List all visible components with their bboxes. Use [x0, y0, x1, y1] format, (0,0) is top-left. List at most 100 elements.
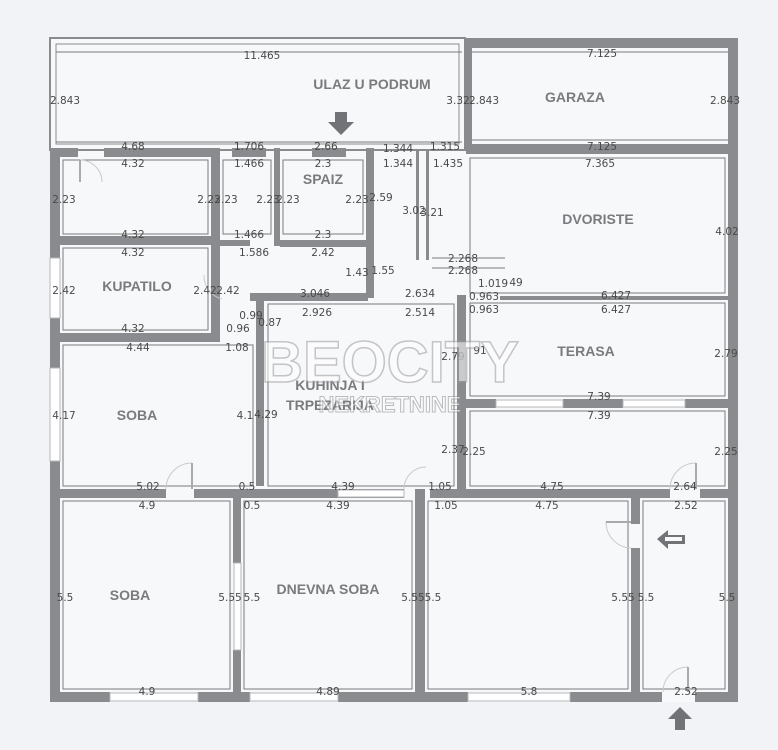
windows — [49, 257, 686, 702]
dimension-label: 1.466 — [234, 229, 264, 241]
dimension-label: 2.23 — [276, 194, 299, 206]
dimension-label: 0.5 — [244, 500, 261, 512]
dimension-label: 4.75 — [535, 500, 558, 512]
dimension-label: 49 — [509, 277, 522, 289]
dimension-label: 4.32 — [121, 323, 144, 335]
dimension-label: 2.843 — [50, 95, 80, 107]
dimension-label: 2.23 — [345, 194, 368, 206]
svg-text:NEKRETNINE: NEKRETNINE — [318, 392, 461, 417]
dimension-label: 5.55 — [401, 592, 424, 604]
dimension-label: 5.8 — [521, 686, 538, 698]
arrow-up-icon — [668, 707, 692, 730]
dimension-label: 91 — [473, 345, 486, 357]
dimension-label: 4.44 — [126, 342, 150, 354]
dimension-label: 4.17 — [52, 410, 75, 422]
dimension-label: 1.55 — [371, 265, 394, 277]
dimension-label: 2.79 — [441, 351, 464, 363]
dimension-label: 7.39 — [587, 410, 610, 422]
dimension-label: 2.3 — [315, 158, 332, 170]
watermark: BEOCITY NEKRETNINE — [260, 329, 519, 417]
dimension-label: 2.42 — [193, 285, 216, 297]
dimension-label: 1.019 — [478, 278, 508, 290]
dimension-label: 2.37 — [441, 444, 464, 456]
dimension-label: 1.43 — [345, 267, 368, 279]
dimension-label: 7.125 — [587, 48, 617, 60]
dimension-label: 2.23 — [197, 194, 220, 206]
dimension-label: 5.02 — [136, 481, 159, 493]
room-label-soba-1: SOBA — [117, 407, 157, 423]
dimension-label: 2.3 — [315, 229, 332, 241]
dimension-label: 7.365 — [585, 158, 615, 170]
dimension-label: 1.05 — [434, 500, 457, 512]
room-label-dvoriste: DVORISTE — [562, 211, 634, 227]
dimension-label: 4.29 — [254, 409, 277, 421]
dimension-label: 0.96 — [226, 323, 250, 335]
dimension-label: 0.963 — [469, 291, 499, 303]
dimension-label: 2.52 — [674, 500, 697, 512]
dimension-label: 4.1 — [237, 410, 254, 422]
dimension-label: 2.42 — [311, 247, 334, 259]
dimension-label: 2.268 — [448, 253, 478, 265]
dimension-label: 1.344 — [383, 158, 413, 170]
dimension-label: 2.926 — [302, 307, 332, 319]
dimension-label: 4.9 — [139, 686, 156, 698]
dimension-label: 5.5 — [244, 592, 261, 604]
dimension-label: 4.32 — [121, 158, 144, 170]
room-label-ulaz-u-podrum: ULAZ U PODRUM — [313, 76, 430, 92]
doors — [79, 159, 697, 693]
dimension-label: 0.5 — [239, 481, 256, 493]
dimension-label: 4.75 — [540, 481, 563, 493]
dimension-label: 2.25 — [462, 446, 485, 458]
dimension-label: 4.89 — [316, 686, 339, 698]
dimension-lines — [56, 51, 728, 690]
dimension-label: 3.32 — [446, 95, 469, 107]
dimension-label: 2.23 — [214, 194, 237, 206]
dimension-label: 5.55 — [218, 592, 241, 604]
dimension-label: 0.99 — [239, 310, 262, 322]
dimension-label: 5.55 — [611, 592, 634, 604]
room-label-kuhinja: KUHINJA I — [295, 377, 365, 393]
dimension-label: 4.32 — [121, 247, 144, 259]
dimension-label: 2.843 — [710, 95, 740, 107]
dimension-label: 5.5 — [425, 592, 442, 604]
dimension-label: 3.046 — [300, 288, 330, 300]
room-label-garaza: GARAZA — [545, 89, 605, 105]
room-label-terasa: TERASA — [557, 343, 615, 359]
room-label-kupatilo: KUPATILO — [102, 278, 172, 294]
dimension-label: 1.05 — [428, 481, 451, 493]
room-labels: ULAZ U PODRUMGARAZASPAIZDVORISTEKUPATILO… — [102, 76, 634, 603]
dimension-label: 5.5 — [57, 592, 74, 604]
dimension-label: 2.634 — [405, 288, 435, 300]
arrow-down-icon — [328, 112, 354, 135]
dimension-label: 4.39 — [326, 500, 349, 512]
dimension-label: 2.514 — [405, 307, 435, 319]
dimension-label: 11.465 — [244, 50, 281, 62]
dimension-label: 7.39 — [587, 391, 610, 403]
room-label-dnevna-soba: DNEVNA SOBA — [277, 581, 380, 597]
dimension-label: 1.08 — [225, 342, 248, 354]
dimension-label: 2.79 — [714, 348, 737, 360]
dimension-label: 1.315 — [430, 141, 460, 153]
dimension-label: 4.32 — [121, 229, 144, 241]
dimension-label: 4.9 — [139, 500, 156, 512]
dimension-label: 1.466 — [234, 158, 264, 170]
dimension-label: 3.21 — [420, 207, 443, 219]
dimension-label: 2.23 — [52, 194, 75, 206]
arrow-left-icon — [657, 530, 685, 549]
dimension-label: 2.23 — [256, 194, 279, 206]
dimension-label: 2.52 — [674, 686, 697, 698]
dimension-label: 2.42 — [52, 285, 75, 297]
dimension-label: 4.39 — [331, 481, 354, 493]
dimension-label: 5.5 — [638, 592, 655, 604]
dimension-label: 0.87 — [258, 317, 281, 329]
dimension-label: 2.843 — [469, 95, 499, 107]
svg-text:BEOCITY: BEOCITY — [261, 330, 519, 395]
dimension-label: 6.427 — [601, 304, 631, 316]
dimension-label: 1.706 — [234, 141, 264, 153]
dimension-label: 6.427 — [601, 290, 631, 302]
dimension-label: 3.02 — [402, 205, 425, 217]
dimension-label: 5.5 — [719, 592, 736, 604]
dimension-label: 2.64 — [673, 481, 697, 493]
